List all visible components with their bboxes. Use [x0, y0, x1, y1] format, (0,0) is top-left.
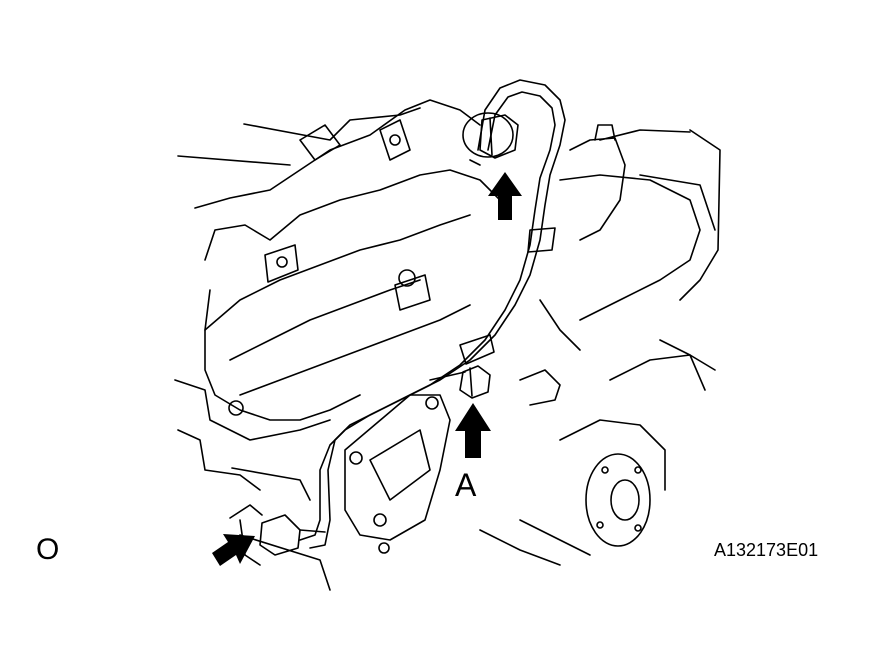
callout-label-a: A — [455, 467, 477, 503]
housing-outline — [174, 99, 721, 591]
arrow-up-icon — [455, 403, 491, 458]
cam-cover — [204, 119, 501, 421]
arrow-diagonal-icon — [212, 534, 255, 566]
union-bolt-a — [429, 365, 491, 399]
lower-fitting — [229, 504, 326, 566]
arrow-up-icon — [488, 172, 522, 220]
right-side-assembly — [519, 124, 716, 406]
oil-pipe — [299, 79, 566, 549]
upper-banjo-bolt — [462, 112, 519, 166]
view-marker-label: O — [36, 533, 60, 566]
mounting-plate — [344, 394, 451, 554]
figure-id-label: A132173E01 — [714, 540, 819, 560]
pulley-flange — [479, 419, 666, 566]
